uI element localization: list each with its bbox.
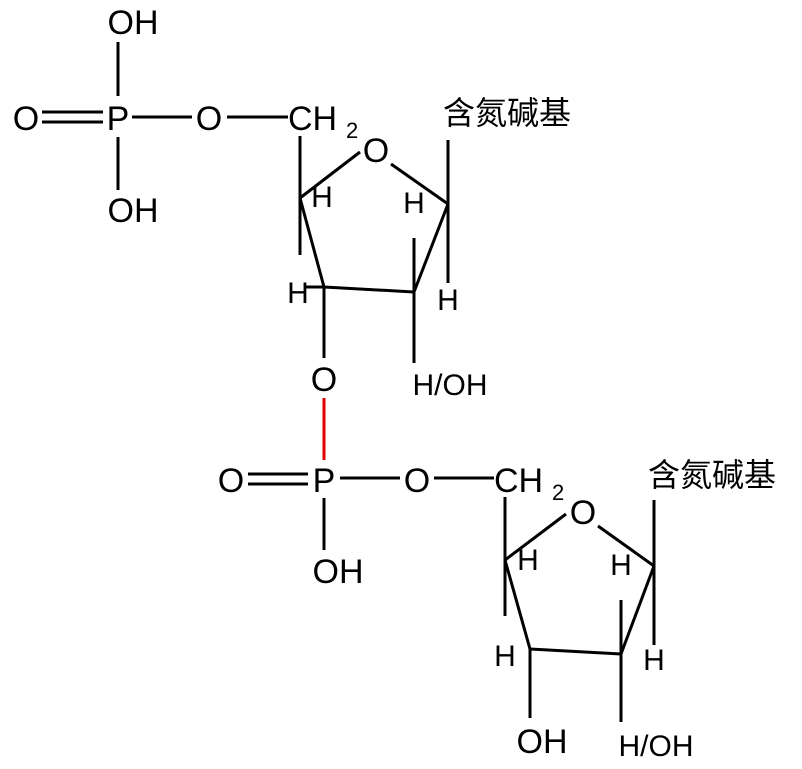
- atom-o-double-lower: O: [218, 462, 244, 500]
- atom-ch-lower: CH: [494, 462, 543, 500]
- atom-ch-subscript: 2: [346, 118, 358, 143]
- atom-p: P: [107, 100, 130, 138]
- bond-o-c1-lower: [597, 524, 655, 568]
- atom-ch-subscript-lower: 2: [552, 480, 564, 505]
- atom-ch: CH: [288, 100, 337, 138]
- atom-oh-bottom: OH: [108, 192, 159, 230]
- atom-h-oh-lower: H/OH: [619, 730, 694, 763]
- bond-c3-c4-lower: [503, 559, 532, 650]
- atom-h-c1: H: [437, 284, 459, 317]
- atom-h-c2-top: H: [403, 187, 425, 220]
- upper-sugar-ring: O 含氮碱基 H H H H H/OH O: [287, 94, 571, 402]
- atom-p-lower: P: [313, 462, 336, 500]
- atom-oh-c3-lower: OH: [517, 723, 568, 761]
- bond-c2-c3: [323, 285, 415, 294]
- bond-o-c1: [390, 162, 449, 206]
- bond-c2-c3-lower: [529, 647, 622, 656]
- atom-o-ester-lower: O: [404, 462, 430, 500]
- atom-h-c3: H: [287, 277, 309, 310]
- upper-phosphate-group: OH OH O P O CH 2: [13, 4, 358, 230]
- atom-h-c3-lower: H: [494, 640, 516, 673]
- bond-c4-o-lower: [504, 512, 567, 562]
- atom-ring-o-lower: O: [570, 494, 596, 532]
- atom-o-3prime: O: [311, 361, 337, 399]
- lower-phosphate-group: O P O OH CH 2: [218, 462, 564, 591]
- lower-sugar-ring: O 含氮碱基 H H H H OH H/OH: [494, 456, 776, 763]
- atom-o-ester: O: [196, 100, 222, 138]
- atom-o-double: O: [13, 100, 39, 138]
- atom-h-c4-lower: H: [517, 544, 539, 577]
- bond-c1-c2: [412, 203, 450, 293]
- atom-oh-lower: OH: [313, 553, 364, 591]
- atom-ring-o: O: [363, 132, 389, 170]
- nitrogenous-base-label-lower: 含氮碱基: [648, 456, 776, 494]
- atom-h-c4: H: [311, 181, 333, 214]
- bond-c3-c4: [298, 197, 326, 288]
- atom-h-c1-lower: H: [643, 644, 665, 677]
- atom-h-c2-top-lower: H: [610, 549, 632, 582]
- nitrogenous-base-label: 含氮碱基: [443, 94, 571, 132]
- bond-c4-o: [299, 150, 361, 200]
- atom-oh-top: OH: [108, 4, 159, 42]
- bond-c1-c2-lower: [619, 565, 656, 655]
- atom-h-oh-upper: H/OH: [413, 369, 488, 402]
